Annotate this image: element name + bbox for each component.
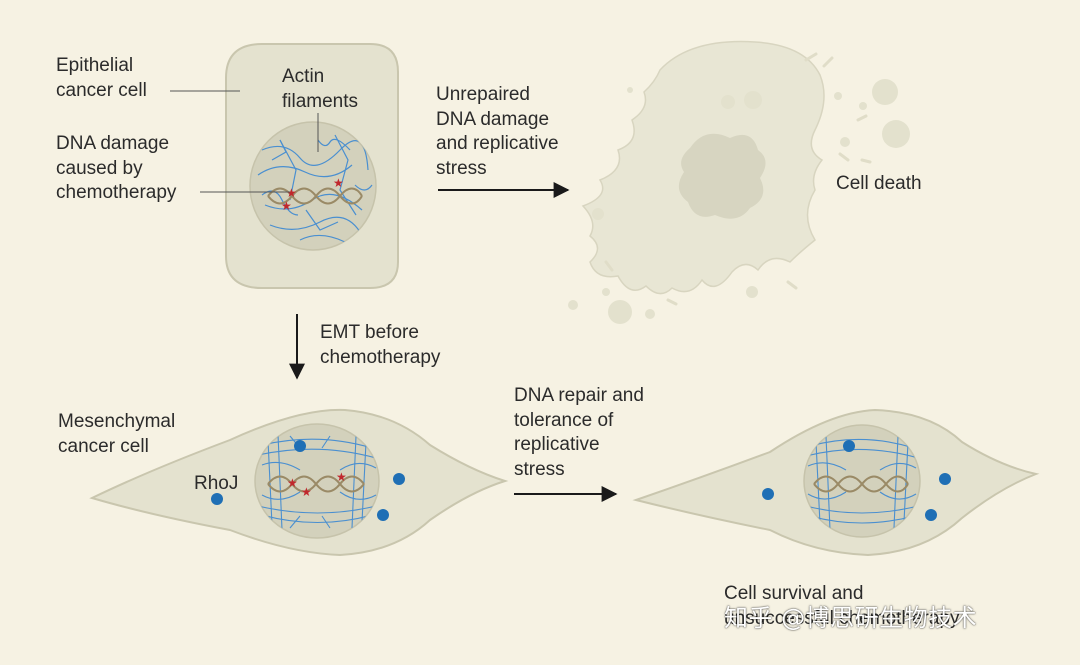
label-unrepaired-dna-damage: Unrepaired DNA damage and replicative st… [436,84,559,179]
label-dna-damage: DNA damage caused by chemotherapy [56,133,177,203]
svg-text:★: ★ [336,470,347,484]
rhoj-dots-2 [762,440,951,521]
actin-cage-1 [257,433,377,531]
label-actin-filaments: Actin filaments [282,66,359,112]
dead-cell-nucleus [678,133,766,219]
label-cell-survival: Cell survival and unsuccessful chemother… [724,583,960,629]
dna-helix-1 [267,187,363,205]
label-dna-repair: DNA repair and tolerance of replicative … [514,385,644,480]
label-emt-before-chemotherapy: EMT before chemotherapy [320,322,441,368]
epithelial-cell: ★ ★ ★ [170,43,399,289]
svg-text:★: ★ [333,176,344,190]
damage-stars-1: ★ ★ ★ [281,176,344,213]
rhoj-dots-1 [211,440,405,521]
svg-text:★: ★ [286,186,297,200]
label-cell-death: Cell death [836,173,922,194]
svg-text:★: ★ [287,476,298,490]
actin-filaments [257,134,373,243]
label-rhoj: RhoJ [194,473,239,494]
watermark: 知乎 @博思研生物技术 [724,604,978,632]
svg-text:★: ★ [301,485,312,499]
label-mesenchymal-cancer-cell: Mesenchymal cancer cell [58,411,176,457]
dna-helix-3 [813,475,909,493]
dna-helix-2 [267,475,365,493]
dead-cell [568,40,910,324]
damage-stars-2: ★ ★ ★ [287,470,347,499]
surviving-cell [632,408,1040,557]
surviving-nucleus [803,424,921,538]
dead-cell-fragments [604,52,872,306]
label-epithelial-cancer-cell: Epithelial cancer cell [56,55,147,101]
dead-cell-debris [568,79,910,324]
svg-text:★: ★ [281,199,292,213]
mesenchymal-cell: ★ ★ ★ [89,408,509,557]
